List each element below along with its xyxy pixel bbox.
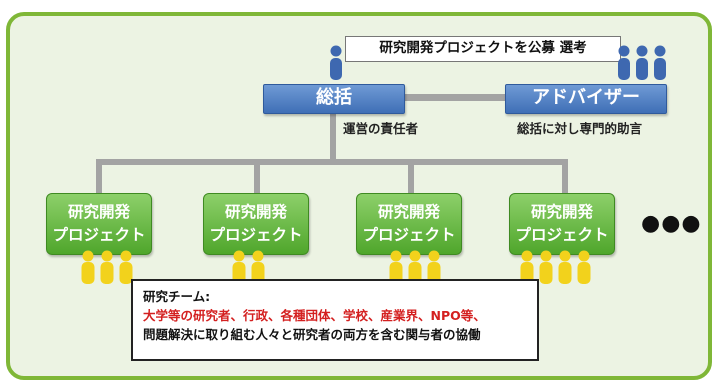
project-label-line2: プロジェクト <box>515 226 609 244</box>
advisor-box: アドバイザー <box>505 84 667 114</box>
project-box-4: 研究開発 プロジェクト <box>509 193 615 255</box>
connector-drop-1 <box>96 159 102 194</box>
team-member-icon <box>232 250 246 284</box>
team-member-icon <box>520 250 534 284</box>
connector-supervisor-down <box>330 112 336 165</box>
team-title: 研究チーム: <box>143 289 211 304</box>
team-member-icon <box>81 250 95 284</box>
supervisor-role: 運営の責任者 <box>343 121 419 136</box>
team-member-icon <box>389 250 403 284</box>
team-member-icon <box>119 250 133 284</box>
connector-drop-4 <box>562 159 568 194</box>
supervisor-box: 総括 <box>263 84 405 114</box>
connector-horizontal <box>96 159 568 165</box>
research-team-box: 研究チーム: 大学等の研究者、行政、各種団体、学校、産業界、NPO等、 問題解決… <box>131 279 539 361</box>
team-member-icon <box>251 250 265 284</box>
connector-supervisor-advisor <box>402 94 506 101</box>
project-label-line2: プロジェクト <box>52 226 146 244</box>
team-member-icon <box>558 250 572 284</box>
advisor-people-icon <box>618 45 666 80</box>
connector-drop-2 <box>254 159 260 194</box>
connector-drop-3 <box>408 159 414 194</box>
team-member-icon <box>539 250 553 284</box>
team-member-icon <box>100 250 114 284</box>
supervisor-person-icon <box>330 45 342 80</box>
team-member-icon <box>408 250 422 284</box>
project-label-line2: プロジェクト <box>209 226 303 244</box>
project-label-line1: 研究開発 <box>377 203 440 221</box>
project-label-line2: プロジェクト <box>362 226 456 244</box>
advisor-role: 総括に対し専門的助言 <box>517 121 643 136</box>
project-box-3: 研究開発 プロジェクト <box>356 193 462 255</box>
project-label-line1: 研究開発 <box>224 203 287 221</box>
project-box-2: 研究開発 プロジェクト <box>203 193 309 255</box>
project-label-line1: 研究開発 <box>67 203 130 221</box>
project-label-line1: 研究開発 <box>530 203 593 221</box>
team-member-icon <box>427 250 441 284</box>
team-member-icon <box>577 250 591 284</box>
more-projects-ellipsis: ●●● <box>641 211 702 236</box>
project-box-1: 研究開発 プロジェクト <box>46 193 152 255</box>
team-collaboration-text: 問題解決に取り組む人々と研究者の両方を含む関与者の協働 <box>143 327 481 342</box>
team-members-list: 大学等の研究者、行政、各種団体、学校、産業界、NPO等、 <box>143 308 486 323</box>
call-for-projects-note: 研究開発プロジェクトを公募 選考 <box>345 36 621 62</box>
